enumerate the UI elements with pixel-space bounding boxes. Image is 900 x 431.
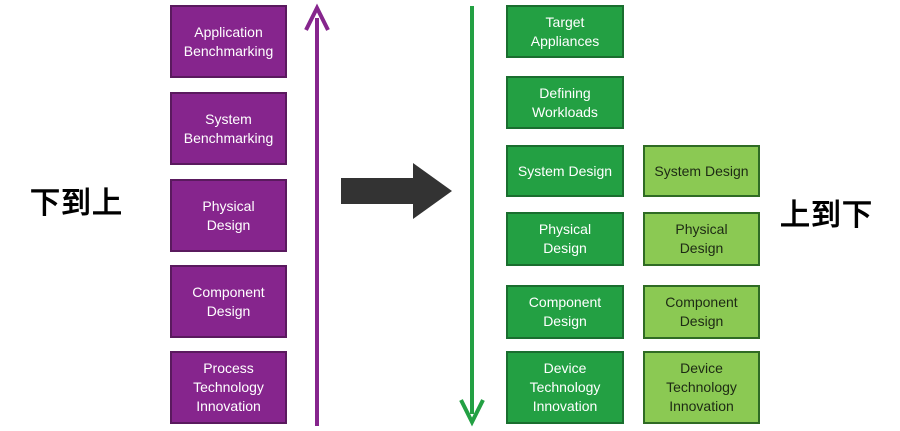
box-system-benchmarking: System Benchmarking xyxy=(170,92,287,165)
box-component-design-middle: Component Design xyxy=(506,285,624,339)
box-physical-design-right: Physical Design xyxy=(643,212,760,266)
box-system-design-middle: System Design xyxy=(506,145,624,197)
bottom-up-arrow xyxy=(304,3,330,426)
box-component-design-right: Component Design xyxy=(643,285,760,339)
box-application-benchmarking: Application Benchmarking xyxy=(170,5,287,78)
box-system-design-right: System Design xyxy=(643,145,760,197)
top-down-label: 上到下 xyxy=(780,198,873,233)
bottom-up-label: 下到上 xyxy=(30,186,123,221)
box-physical-design-middle: Physical Design xyxy=(506,212,624,266)
box-device-technology-innovation-middle: Device Technology Innovation xyxy=(506,351,624,424)
box-device-technology-innovation-right: Device Technology Innovation xyxy=(643,351,760,424)
box-process-technology-innovation: Process Technology Innovation xyxy=(170,351,287,424)
box-physical-design-left: Physical Design xyxy=(170,179,287,252)
box-target-appliances: Target Appliances xyxy=(506,5,624,58)
top-down-arrow xyxy=(459,6,485,427)
box-component-design-left: Component Design xyxy=(170,265,287,338)
box-defining-workloads: Defining Workloads xyxy=(506,76,624,129)
transition-arrow xyxy=(341,163,452,219)
